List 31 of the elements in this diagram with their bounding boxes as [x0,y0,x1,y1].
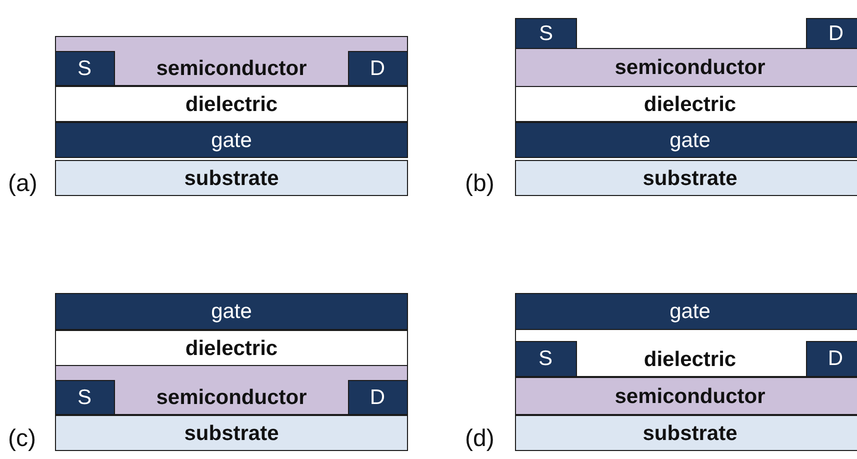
layer-band: gate [515,122,857,158]
layer-band: dielectric [55,330,408,366]
layer-band: substrate [515,415,857,451]
layer-band [55,365,408,415]
panel-label: (b) [465,172,494,196]
layer-band: gate [515,293,857,330]
electrode-pad: S [54,380,114,414]
electrode-pad: D [348,50,408,86]
electrode-pad: D [806,340,857,376]
electrode-pad: S [514,340,576,376]
layer-band [55,36,408,86]
layer-label: semiconductor [156,58,307,79]
layer-band: gate [55,122,408,158]
electrode-pad: D [348,380,408,414]
panel-label: (a) [8,172,38,196]
layer-band: substrate [515,160,857,196]
layer-band: gate [55,293,408,330]
electrode-pad: D [806,18,857,49]
layer-band: semiconductor [515,48,857,87]
layer-band: semiconductor [515,377,857,415]
layer-band: substrate [55,415,408,451]
electrode-pad: S [54,50,114,86]
layer-label: dielectric [644,349,736,370]
layer-band: dielectric [515,86,857,122]
layer-band: substrate [55,160,408,196]
panel-label: (d) [465,427,494,451]
layer-band [515,329,857,377]
electrode-pad: S [515,18,577,49]
panel-label: (c) [8,427,36,451]
layer-label: semiconductor [156,387,307,408]
layer-band: dielectric [55,86,408,122]
